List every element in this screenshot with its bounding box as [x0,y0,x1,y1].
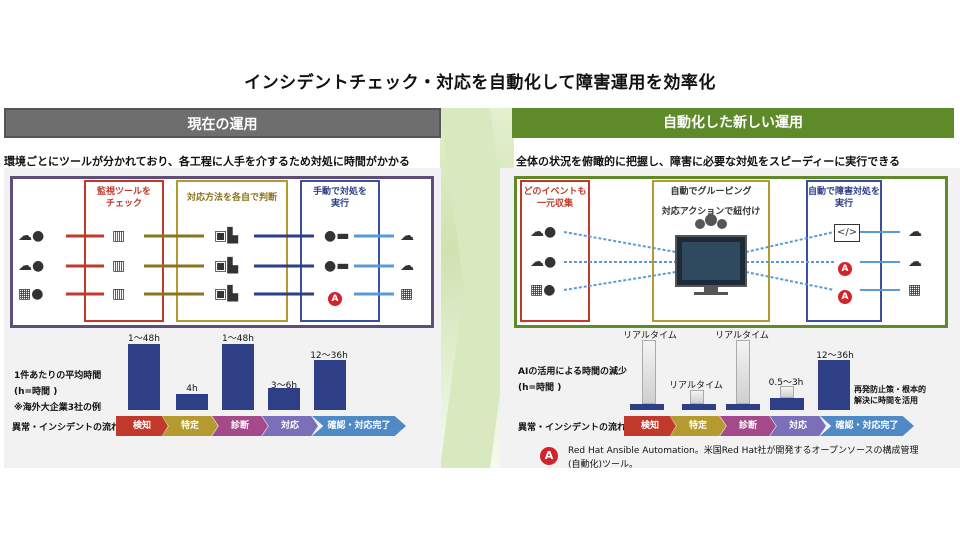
group-label: 自動でグルーピング [670,187,752,197]
ansible-icon: A [328,286,342,306]
time-bar [176,394,208,410]
value-label: 0.5〜3h [768,378,804,388]
flow-steps: 検知 特定 診断 対応 確認・対応完了 [624,416,914,436]
example-note: ※海外大企業3社の例 [14,403,102,413]
reduction-arrow [736,340,750,404]
time-bar [682,404,716,410]
building-icon: ▦● [18,286,44,302]
code-icon: </> [834,224,861,242]
footnote-text-2: (自動化)ツール。 [568,460,639,470]
cloud-outline-icon: ☁● [18,258,45,274]
step-diagnose: 診断 [720,416,776,436]
time-bar [818,360,850,410]
manual-label: 手動で対処を 実行 [312,187,367,209]
step-confirm: 確認・対応完了 [820,416,914,436]
cloud-icon: ☁ [400,228,414,244]
current-ops-lead: 環境ごとにツールが分かれており、各工程に人手を介するため対処に時間がかかる [4,155,410,168]
cloud-icon: ☁● [530,224,557,240]
person-desk-icon: ▣▙ [214,258,238,274]
building-icon: ▦ [400,286,414,302]
realtime-label: リアルタイム [715,331,769,341]
building-icon: ▦● [530,282,556,298]
monitor-column [84,180,164,322]
time-bar [726,404,760,410]
ansible-icon: A [540,444,558,465]
unit-label: (h=時間 ) [518,383,562,393]
step-respond: 対応 [262,416,318,436]
cloud-outline-icon: ☁● [530,254,557,270]
person-desk-icon: ▣▙ [214,286,238,302]
value-label: 3〜6h [270,381,298,391]
step-identify: 特定 [162,416,218,436]
ansible-icon: A [838,256,852,276]
value-label: 12〜36h [816,351,854,361]
auto-label: 自動で障害対処を 実行 [808,187,881,209]
time-bar [314,360,346,410]
collect-label: どのイベントも 一元収集 [523,187,587,209]
step-identify: 特定 [670,416,726,436]
person-pc-icon: ●▬ [324,258,350,274]
time-bar [128,344,160,410]
cloud-outline-icon: ☁ [908,254,922,270]
chart-icon: ▥ [112,228,126,244]
link-label: 対応アクションで紐付け [661,207,761,217]
new-flow-arrows [563,214,900,295]
reduction-arrow [642,340,656,404]
realtime-label: リアルタイム [669,381,723,391]
current-ops-heading: 現在の運用 [4,108,441,138]
flow-label: 異常・インシデントの流れ [518,423,627,433]
new-ops-heading: 自動化した新しい運用 [512,108,954,138]
ai-reduction-label: AIの活用による時間の減少 [518,367,628,377]
person-pc-icon: ●▬ [324,228,350,244]
chart-icon: ▥ [112,258,126,274]
flow-steps: 検知 特定 診断 対応 確認・対応完了 [116,416,406,436]
avg-time-label: 1件あたりの平均時間 [14,371,102,381]
chart-icon: ▥ [112,286,126,302]
page-title: インシデントチェック・対応を自動化して障害運用を効率化 [244,73,716,93]
ansible-icon: A [838,284,852,304]
realtime-label: リアルタイム [623,331,677,341]
flow-label: 異常・インシデントの流れ [12,423,121,433]
current-flow-arrows [66,234,394,296]
step-diagnose: 診断 [212,416,268,436]
time-bar [268,388,300,410]
value-label: 12〜36h [310,351,348,361]
value-label: 1〜48h [222,334,254,344]
unit-label: (h=時間 ) [14,387,58,397]
cloud-icon: ☁● [18,228,45,244]
current-ops-panel: 監視ツールを チェック 対応方法を各自で判断 手動で対処を 実行 ☁● ☁● ▦… [4,168,441,468]
new-ops-lead: 全体の状況を俯瞰的に把握し、障害に必要な対処をスピーディーに実行できる [516,155,901,168]
cloud-icon: ☁ [908,224,922,240]
time-bar [222,344,254,410]
step-respond: 対応 [770,416,826,436]
building-icon: ▦ [908,282,922,298]
new-ops-panel: どのイベントも 一元収集 自動でグルーピング 対応アクションで紐付け 自動で障害… [500,168,960,468]
step-confirm: 確認・対応完了 [312,416,406,436]
monitor-label: 監視ツールを チェック [96,187,151,209]
reduction-arrow [780,386,794,398]
time-bar [770,398,804,410]
reduction-arrow [690,390,704,404]
step-detect: 検知 [624,416,676,436]
value-label: 1〜48h [128,334,160,344]
judge-label: 対応方法を各自で判断 [186,193,277,203]
step-detect: 検知 [116,416,168,436]
value-label: 4h [186,384,198,394]
effect-note: 再発防止策・根本的 解決に時間を活用 [854,385,926,405]
judge-column [176,180,288,322]
time-bar [630,404,664,410]
footnote-text: Red Hat Ansible Automation。米国Red Hat社が開発… [568,446,919,456]
cloud-outline-icon: ☁ [400,258,414,274]
collect-column [520,180,590,322]
person-desk-icon: ▣▙ [214,228,238,244]
